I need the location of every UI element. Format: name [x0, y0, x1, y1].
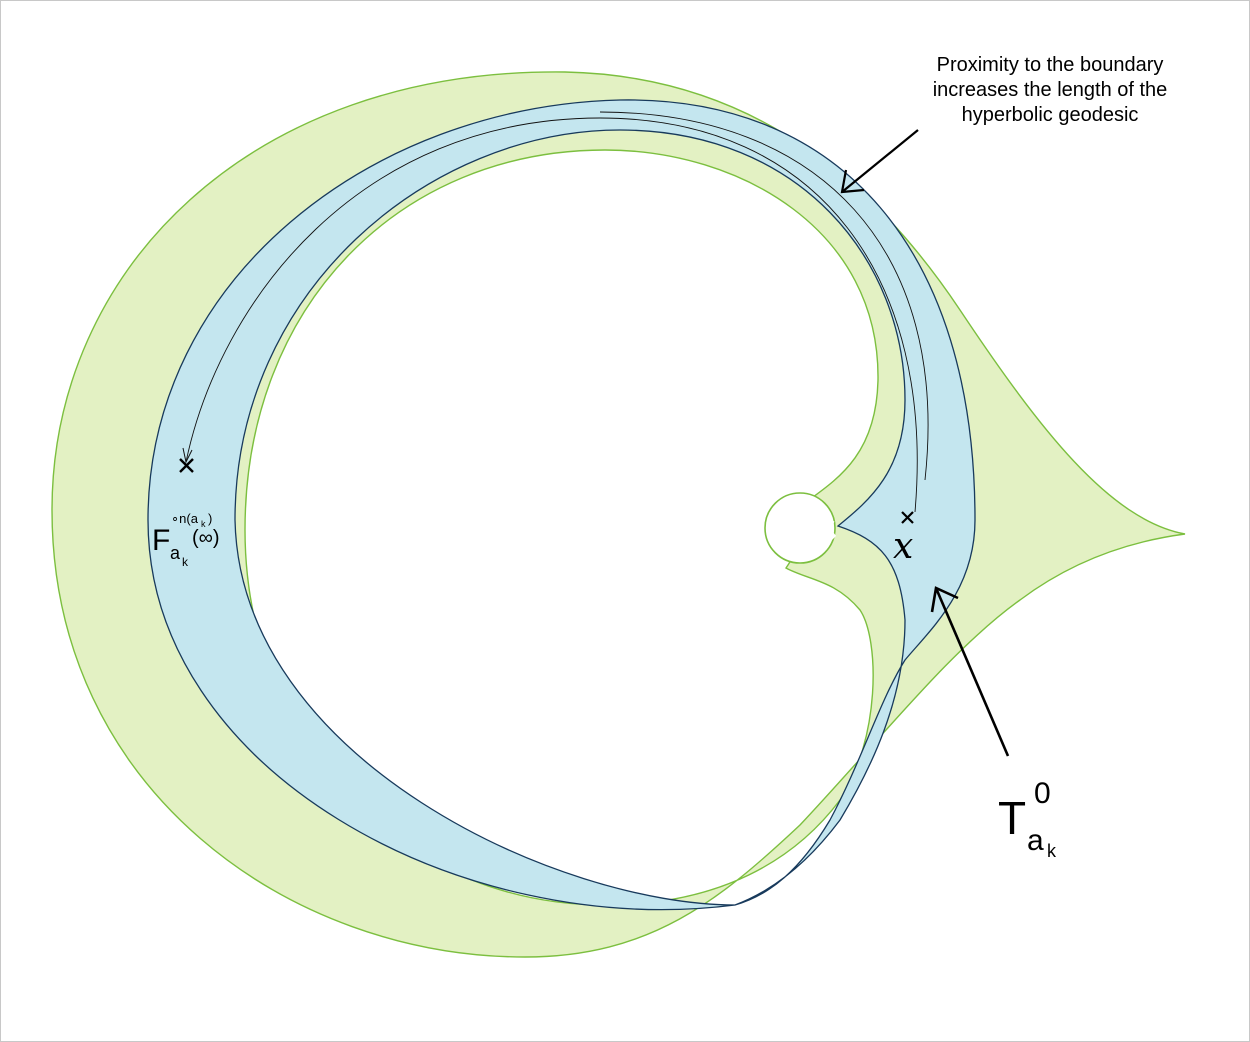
cross-marker-icon [901, 511, 914, 524]
geodesic-curve-b [599, 111, 929, 481]
region-t-base: T [998, 792, 1026, 844]
geodesic-curve-a [185, 117, 918, 513]
annotation-line-3: hyperbolic geodesic [962, 104, 1139, 126]
annotation-line-1: Proximity to the boundary [937, 54, 1164, 76]
cusp-gap [826, 518, 837, 541]
region-t-label: T 0 a k [998, 777, 1057, 861]
geodesic-arrowhead [182, 447, 193, 464]
region-t-sup: 0 [1034, 777, 1051, 810]
annotation-line-2: increases the length of the [933, 79, 1168, 101]
point-x-label: x [893, 526, 913, 567]
cross-marker-icon [179, 458, 194, 473]
small-circle-hole [764, 492, 836, 564]
point-f-arg: (∞) [192, 527, 220, 549]
blue-band-region [147, 99, 976, 911]
arrow-icon [840, 129, 919, 194]
point-f-sub: a [170, 543, 181, 563]
arrow-icon [930, 586, 1010, 757]
point-f-sup-sub: k [201, 519, 206, 529]
point-f-label: F a k ∘n(a k ) (∞) [152, 511, 220, 569]
point-f-base: F [152, 524, 170, 557]
point-f-subsub: k [182, 555, 189, 569]
point-f-sup: ∘n(a [171, 511, 199, 526]
point-f-sup-close: ) [208, 511, 212, 526]
region-t-sub: a [1027, 824, 1044, 857]
region-t-subsub: k [1047, 841, 1057, 861]
